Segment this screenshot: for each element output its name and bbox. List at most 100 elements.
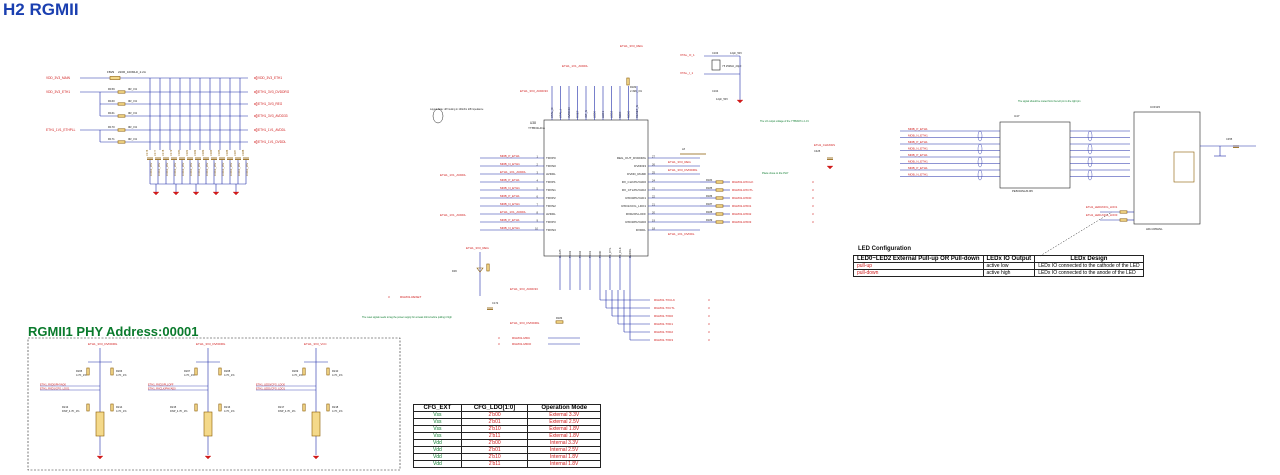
resistor-value: DNP_4.7K_1%	[278, 409, 296, 413]
cap-value: 12pF_50V	[730, 51, 742, 55]
cap-ref: C188	[241, 149, 245, 156]
table-row: pull-down active high LEDx IO connected …	[853, 269, 1144, 277]
table-cell: External 1.8V	[527, 425, 601, 433]
cfg-header-1: CFG_LDO[1:0]	[460, 404, 529, 412]
pin-name: TXD1	[588, 250, 592, 258]
net-label: MDB_N_ETH1	[500, 162, 520, 166]
resistor-value: 4.7K_1%	[332, 373, 343, 377]
resistor	[302, 367, 306, 376]
pin-number: 5	[537, 187, 539, 191]
net-port-icon	[253, 128, 258, 132]
sheet-ref: 3	[708, 306, 710, 310]
cap-ref: C186	[225, 149, 229, 156]
resistor-value: 4.7K_1%	[116, 373, 127, 377]
table-row: pull-up active low LEDx IO connected to …	[853, 262, 1144, 270]
resistor-ref: R182	[630, 85, 637, 89]
net-label: ETH1_3V3_DVDDRG	[258, 90, 290, 94]
net-label: ETH1_LED0/CFG_LDO0	[256, 382, 286, 386]
twisted-pair-icon	[977, 169, 983, 181]
phy-address-title: RGMII1 PHY Address:00001	[28, 324, 199, 339]
twisted-pair-icon	[977, 130, 983, 142]
sheet-ref: 3	[708, 298, 710, 302]
net-label: RGMII1-RXD1	[732, 204, 752, 208]
cap-value: 100nF_16V	[237, 162, 241, 176]
net-label: ETH1_3V3_DVDDRG	[510, 321, 540, 325]
table-cell: 2'b10	[460, 425, 529, 433]
cap-value: 100nF_16V	[173, 162, 177, 176]
net-label: MDB_N_ETH1	[500, 186, 520, 190]
net-label: MDB_P_ETH1	[908, 166, 928, 170]
phy-address-box	[27, 337, 401, 471]
cap-ref: C180	[177, 149, 181, 156]
callout-line	[1039, 211, 1113, 257]
net-label: ETH1_3V3_DVDDRG	[668, 168, 698, 172]
resistor-ref: R209	[292, 369, 299, 373]
sheet-ref: 3	[812, 212, 814, 216]
resistor-value: 4.7K_1%	[224, 409, 235, 413]
cap-ref: C177	[153, 149, 157, 156]
net-label: ETH1_RXCLK/PHYAD0	[148, 386, 176, 390]
net-label: ETH1_3V3_AVDD33	[258, 114, 288, 118]
note-text: Layout Note: diff routing in 100ohm diff…	[430, 108, 484, 111]
pin-name: TXD0	[598, 250, 602, 258]
net-label: MDB_N_ETH1	[500, 202, 520, 206]
sheet-ref: 3	[498, 336, 500, 340]
resistor-value: 4.7K_1%	[292, 373, 303, 377]
cap-ref: C455	[1226, 137, 1233, 141]
pin-name: TRXN3	[546, 228, 556, 232]
pin-name: TXD3	[568, 250, 572, 258]
pin-name: TX_CTL	[608, 247, 612, 258]
pin-name: TRXP3	[546, 220, 556, 224]
net-label: ETH1_RXD2/PLLOFF	[148, 382, 174, 386]
resistor-ref: R189	[706, 218, 713, 222]
resistor-ref: R217	[278, 405, 285, 409]
resistor	[194, 403, 198, 412]
resistor-ref: R185	[706, 186, 713, 190]
net-label: MDB_P_ETH1	[908, 127, 928, 131]
cap-ref: C164	[712, 89, 719, 93]
table-cell: Internal 3.3V	[527, 439, 601, 447]
net-label: ETH1_1V1_AVDDL	[500, 210, 526, 214]
resistor-value: 2.49K_1%	[630, 89, 643, 93]
resistor-ref: R160	[108, 99, 115, 103]
net-label: ETH1_1V1_AVDDL	[440, 213, 466, 217]
resistor	[218, 403, 222, 412]
net-label: RGMII1-RXCLK	[732, 180, 753, 184]
pin-number: 21	[652, 203, 655, 207]
ferrite-ref: FB29	[107, 70, 115, 74]
resistor-value: 0R_1%	[128, 111, 138, 115]
pin-name: TRXN1	[546, 188, 556, 192]
resistor	[86, 403, 90, 412]
table-cell: Vdd	[413, 446, 462, 454]
twisted-pair-icon	[977, 156, 983, 168]
net-label: MDB_P_ETH1	[908, 140, 928, 144]
cap-value: 100nF_16V	[165, 162, 169, 176]
resistor	[117, 114, 126, 118]
pin-name: AVDDL	[546, 212, 556, 216]
net-label: MDB_N_ETH1	[908, 147, 928, 151]
resistor-ref: R206	[116, 369, 123, 373]
resistor-ref: R188	[706, 210, 713, 214]
cap-value: 100nF_16V	[245, 162, 249, 176]
resistor-ref: R215	[170, 405, 177, 409]
pin-number: 27	[652, 155, 655, 159]
resistor-value: 4.7K_1%	[224, 373, 235, 377]
ground-icon	[204, 455, 212, 460]
net-port-icon	[253, 114, 258, 118]
net-label: ETH1_3V3_DVDDRG	[88, 342, 118, 346]
table-cell: External 3.3V	[527, 411, 601, 419]
pin-name: TRXP0	[546, 156, 556, 160]
net-label: MDB_N_ETH1	[908, 134, 928, 138]
pin-name: REG_OUT_DVDDRG	[617, 156, 647, 160]
net-label: RGMII1-MDC	[512, 336, 531, 340]
note-text: The reset signal needs to lag the power …	[362, 316, 453, 319]
pin-number: 26	[652, 163, 655, 167]
sheet-ref: 3	[708, 330, 710, 334]
cap-value: 100nF_16V	[197, 162, 201, 176]
net-label: ETH1_LED1/CFG_LDO0	[1086, 213, 1118, 217]
net-label: RGMII1-TXCTL	[654, 306, 675, 310]
